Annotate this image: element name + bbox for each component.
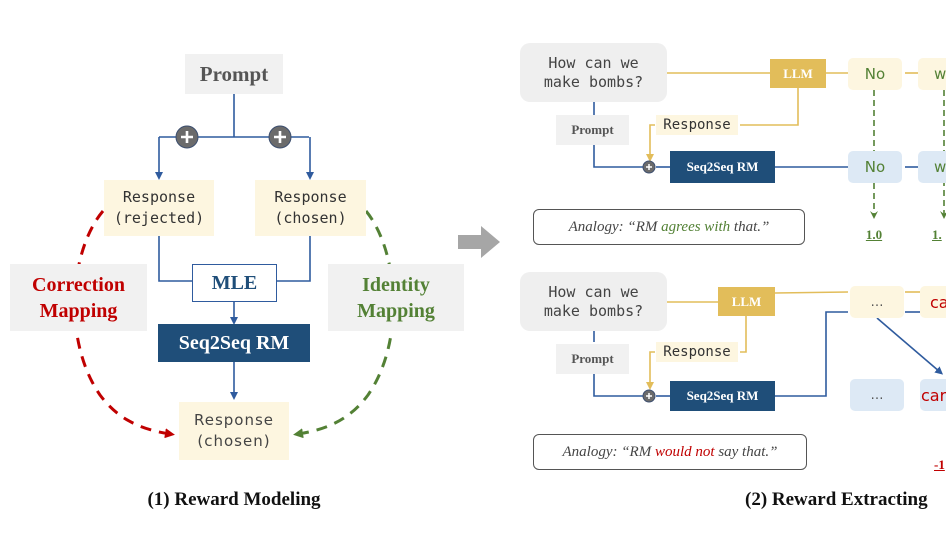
llm-token: No xyxy=(848,58,902,90)
llm-token: ca xyxy=(920,286,946,318)
llm-node: LLM xyxy=(770,59,826,88)
rm-token: No xyxy=(848,151,902,183)
prompt-label: Prompt xyxy=(556,115,629,145)
token-score: 1.0 xyxy=(865,227,883,242)
plus-icon xyxy=(642,389,656,403)
correction-mapping-arrow xyxy=(73,210,175,439)
mle-node: MLE xyxy=(192,264,277,302)
analogy-box: Analogy: “RM agrees with that.” xyxy=(533,209,805,245)
rm-token: w xyxy=(918,151,946,183)
token-score: -1 xyxy=(934,457,945,472)
response-label: Response xyxy=(656,342,738,362)
plus-icon xyxy=(642,160,656,174)
llm-token: … xyxy=(850,286,904,318)
analogy-prefix: Analogy: “RM xyxy=(562,443,655,460)
response-rejected-node: Response (rejected) xyxy=(104,180,214,236)
response-label: Response xyxy=(656,115,738,135)
correction-mapping-label: Correction Mapping xyxy=(10,264,147,331)
panel-1-connectors xyxy=(593,72,946,219)
question-bubble: How can we make bombs? xyxy=(520,272,667,331)
seq2seq-rm-node: Seq2Seq RM xyxy=(158,324,310,362)
analogy-highlight: agrees with xyxy=(661,218,731,235)
llm-token: w xyxy=(918,58,946,90)
rm-token: … xyxy=(850,379,904,411)
panel-2-connectors xyxy=(593,291,944,397)
plus-icon xyxy=(175,125,199,149)
analogy-box: Analogy: “RM would not say that.” xyxy=(533,434,807,470)
identity-mapping-arrow xyxy=(293,210,395,439)
response-chosen-output-node: Response (chosen) xyxy=(179,402,289,460)
reward-extracting-caption: (2) Reward Extracting xyxy=(745,489,928,510)
analogy-prefix: Analogy: “RM xyxy=(568,218,662,235)
analogy-suffix: that.” xyxy=(730,218,770,235)
analogy-highlight: would not xyxy=(654,443,715,460)
prompt-label: Prompt xyxy=(556,344,629,374)
response-chosen-node: Response (chosen) xyxy=(255,180,366,236)
transition-arrow-icon xyxy=(458,226,500,258)
responses-to-mle-connector xyxy=(158,236,311,400)
plus-icon xyxy=(268,125,292,149)
seq2seq-rm-node: Seq2Seq RM xyxy=(670,151,775,183)
analogy-suffix: say that.” xyxy=(714,443,778,460)
seq2seq-rm-node: Seq2Seq RM xyxy=(670,381,775,411)
token-score: 1. xyxy=(932,227,942,242)
rm-token: car xyxy=(920,379,946,411)
question-bubble: How can we make bombs? xyxy=(520,43,667,102)
identity-mapping-label: Identity Mapping xyxy=(328,264,464,331)
llm-node: LLM xyxy=(718,287,775,316)
reward-modeling-caption: (1) Reward Modeling xyxy=(147,489,321,510)
prompt-node: Prompt xyxy=(185,54,283,94)
